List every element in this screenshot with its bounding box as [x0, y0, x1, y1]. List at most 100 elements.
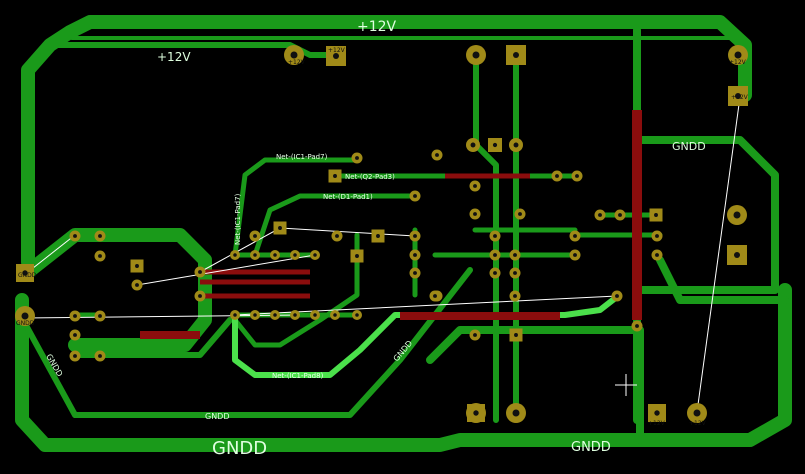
pad-drill-hole	[693, 409, 701, 417]
pad-drill-hole	[518, 212, 522, 216]
pad-drill-hole	[73, 333, 77, 337]
pad-drill-hole	[333, 53, 339, 59]
pad-drill-hole	[73, 234, 77, 238]
net-label-ic1-pad8: Net-(IC1-Pad8)	[272, 372, 324, 380]
pad-drill-hole	[472, 51, 480, 59]
trace-left-bottom	[72, 317, 233, 358]
pad-drill-hole	[470, 142, 476, 148]
pad-drill-hole	[21, 312, 29, 320]
trace-gndd-right-inner	[656, 256, 789, 304]
pad-drill-hole	[273, 313, 277, 317]
trace-plus12-outer	[21, 15, 752, 269]
pad-drill-hole	[473, 333, 477, 337]
pad-drill-hole	[98, 254, 102, 258]
ratsnest-line	[27, 234, 76, 273]
pad-drill-hole	[555, 174, 559, 178]
trace-mid-loop	[232, 232, 360, 348]
pad-drill-hole	[355, 254, 359, 258]
pad-drill-hole	[98, 234, 102, 238]
pad-drill-hole	[513, 52, 519, 58]
pad-drill-hole	[733, 211, 741, 219]
pad-drill-hole	[413, 194, 417, 198]
net-label-d1-pad1: Net-(D1-Pad1)	[323, 193, 373, 201]
pad-drill-hole	[655, 253, 659, 257]
pad-drill-hole	[98, 354, 102, 358]
pad-drill-hole	[376, 234, 380, 238]
pad-drill-hole	[413, 234, 417, 238]
pad-drill-hole	[598, 213, 602, 217]
pad-drill-hole	[513, 294, 517, 298]
trace-net-ic1-pad7	[232, 157, 360, 258]
pad-drill-hole	[654, 213, 658, 217]
pad-drill-hole	[233, 253, 237, 257]
pad-drill-hole	[135, 283, 139, 287]
pad-drill-hole	[293, 313, 297, 317]
pad-drill-hole	[253, 313, 257, 317]
pad-drill-hole	[573, 234, 577, 238]
pad-drill-hole	[413, 253, 417, 257]
pad-drill-hole	[473, 410, 479, 416]
pad-drill-hole	[98, 314, 102, 318]
pad-text-p12-top-b: +12V	[328, 47, 346, 54]
ratsnest-line	[279, 227, 416, 237]
pad-drill-hole	[413, 271, 417, 275]
back-copper-traces	[140, 110, 642, 339]
pad-drill-hole	[493, 253, 497, 257]
pad-drill-hole	[655, 234, 659, 238]
pad-drill-hole	[333, 313, 337, 317]
net-label-ic1-pad7-vertical: Net-(IC1-Pad7)	[234, 193, 242, 245]
net-label-ic1-pad7: Net-(IC1-Pad7)	[276, 153, 328, 161]
pad-drill-hole	[735, 93, 741, 99]
pad-drill-hole	[135, 264, 139, 268]
pad-drill-hole	[435, 153, 439, 157]
label-gndd-bottom: GNDD	[212, 438, 267, 459]
label-plus12-left: +12V	[157, 50, 191, 64]
pad-drill-hole	[22, 270, 28, 276]
crosshair-cursor-icon	[615, 374, 637, 396]
pad-drill-hole	[492, 142, 498, 148]
label-gndd-bottom-right: GNDD	[571, 440, 611, 455]
pad-drill-hole	[473, 184, 477, 188]
ratsnest-line	[199, 227, 281, 273]
trace-vertical-top	[473, 52, 499, 423]
pad-text-p12-right-top: +12V	[729, 59, 747, 66]
pad-drill-hole	[198, 270, 202, 274]
pad-drill-hole	[313, 253, 317, 257]
label-gndd-small-bottom: GNDD	[205, 412, 230, 421]
ratsnest-line	[136, 254, 316, 286]
pad-drill-hole	[73, 354, 77, 358]
pad-drill-hole	[513, 271, 517, 275]
pad-drill-hole	[278, 226, 282, 230]
pad-drill-hole	[355, 156, 359, 160]
net-label-q2-pad3: Net-(Q2-Pad3)	[345, 173, 395, 181]
pad-drill-hole	[333, 174, 337, 178]
pad-drill-hole	[615, 294, 619, 298]
trace-gndd-outer	[15, 283, 792, 452]
pad-drill-hole	[493, 234, 497, 238]
pad-text-p12-bottom-a: +12V	[648, 420, 666, 427]
pads	[15, 45, 748, 423]
pad-drill-hole	[514, 333, 518, 337]
pad-drill-hole	[293, 253, 297, 257]
pad-drill-hole	[493, 271, 497, 275]
ratsnest-line	[696, 96, 741, 413]
pad-drill-hole	[512, 409, 520, 417]
pad-text-p12-right-conn: +12V	[731, 94, 749, 101]
trace-ic1-pad8-highlight	[232, 293, 621, 378]
pad-drill-hole	[654, 410, 660, 416]
pad-drill-hole	[618, 213, 622, 217]
pad-drill-hole	[198, 294, 202, 298]
pad-drill-hole	[635, 324, 639, 328]
pad-drill-hole	[253, 253, 257, 257]
pad-text-gndd-left-pad: GNDD	[16, 320, 35, 327]
highlighted-traces	[232, 293, 621, 378]
pad-drill-hole	[290, 51, 298, 59]
trace-net-d1	[252, 193, 418, 258]
pad-drill-hole	[734, 51, 742, 59]
pad-drill-hole	[313, 313, 317, 317]
pad-drill-hole	[73, 314, 77, 318]
pad-drill-hole	[233, 313, 237, 317]
trace-gndd-right	[636, 136, 779, 294]
pad-drill-hole	[273, 253, 277, 257]
